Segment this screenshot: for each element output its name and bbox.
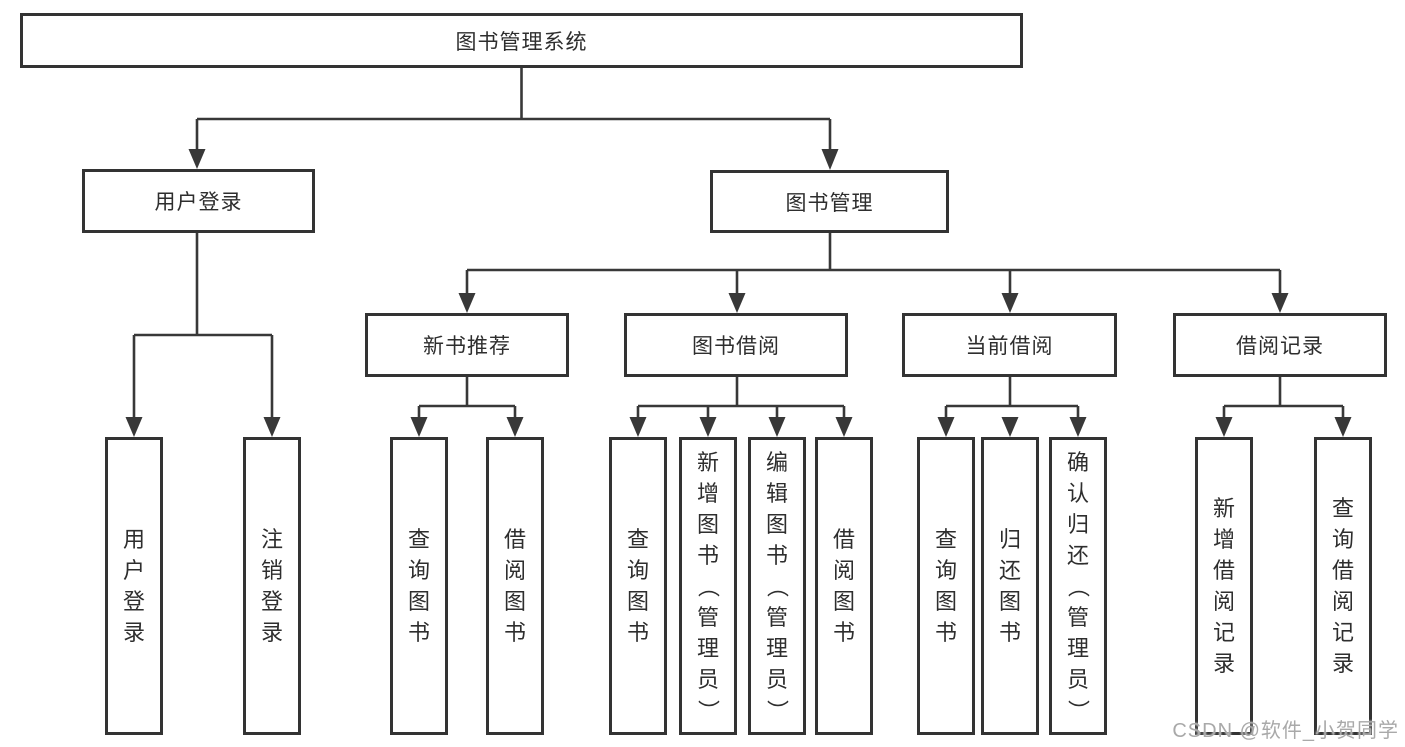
- node-user-login-label: 用户登录: [154, 191, 243, 214]
- node-new-book-recommendation-label: 新书推荐: [423, 335, 511, 358]
- leaf-user-login: 用户登录: [105, 437, 163, 735]
- leaf-query-books-borrow: 查询图书: [609, 437, 667, 735]
- node-borrowing-records: 借阅记录: [1173, 313, 1387, 377]
- leaf-query-books-current: 查询图书: [917, 437, 975, 735]
- leaf-query-books-recommend-label: 查询图书: [407, 527, 430, 645]
- leaf-logout: 注销登录: [243, 437, 301, 735]
- node-library-management-system-label: 图书管理系统: [455, 30, 588, 54]
- leaf-confirm-return-admin-label: 确认归还（管理员）: [1065, 449, 1091, 722]
- leaf-query-books-recommend: 查询图书: [390, 437, 448, 735]
- leaf-edit-book-admin: 编辑图书（管理员）: [748, 437, 806, 735]
- leaf-logout-label: 注销登录: [260, 527, 283, 645]
- leaf-return-books: 归还图书: [981, 437, 1039, 735]
- node-book-management: 图书管理: [710, 170, 949, 233]
- node-new-book-recommendation: 新书推荐: [365, 313, 569, 377]
- node-user-login: 用户登录: [82, 169, 315, 233]
- node-current-borrowing: 当前借阅: [902, 313, 1117, 377]
- leaf-query-books-current-label: 查询图书: [934, 527, 957, 645]
- leaf-borrow-books-recommend: 借阅图书: [486, 437, 544, 735]
- node-borrowing-records-label: 借阅记录: [1236, 335, 1324, 358]
- leaf-user-login-label: 用户登录: [122, 527, 145, 645]
- leaf-borrow-books-recommend-label: 借阅图书: [503, 527, 526, 645]
- node-book-management-label: 图书管理: [785, 191, 874, 215]
- leaf-add-book-admin-label: 新增图书（管理员）: [695, 449, 721, 722]
- leaf-confirm-return-admin: 确认归还（管理员）: [1049, 437, 1107, 735]
- leaf-edit-book-admin-label: 编辑图书（管理员）: [764, 449, 790, 722]
- node-library-management-system: 图书管理系统: [20, 13, 1023, 68]
- leaf-add-book-admin: 新增图书（管理员）: [679, 437, 737, 735]
- leaf-query-borrow-record: 查询借阅记录: [1314, 437, 1372, 735]
- node-book-borrowing-label: 图书借阅: [692, 335, 780, 358]
- leaf-query-borrow-record-label: 查询借阅记录: [1331, 496, 1354, 676]
- leaf-borrow-books-label: 借阅图书: [832, 527, 855, 645]
- leaf-query-books-borrow-label: 查询图书: [626, 527, 649, 645]
- leaf-add-borrow-record-label: 新增借阅记录: [1212, 496, 1235, 676]
- node-current-borrowing-label: 当前借阅: [965, 335, 1054, 358]
- csdn-watermark: CSDN @软件_小贺同学: [1172, 720, 1399, 742]
- leaf-borrow-books: 借阅图书: [815, 437, 873, 735]
- leaf-return-books-label: 归还图书: [998, 527, 1021, 645]
- node-book-borrowing: 图书借阅: [624, 313, 848, 377]
- leaf-add-borrow-record: 新增借阅记录: [1195, 437, 1253, 735]
